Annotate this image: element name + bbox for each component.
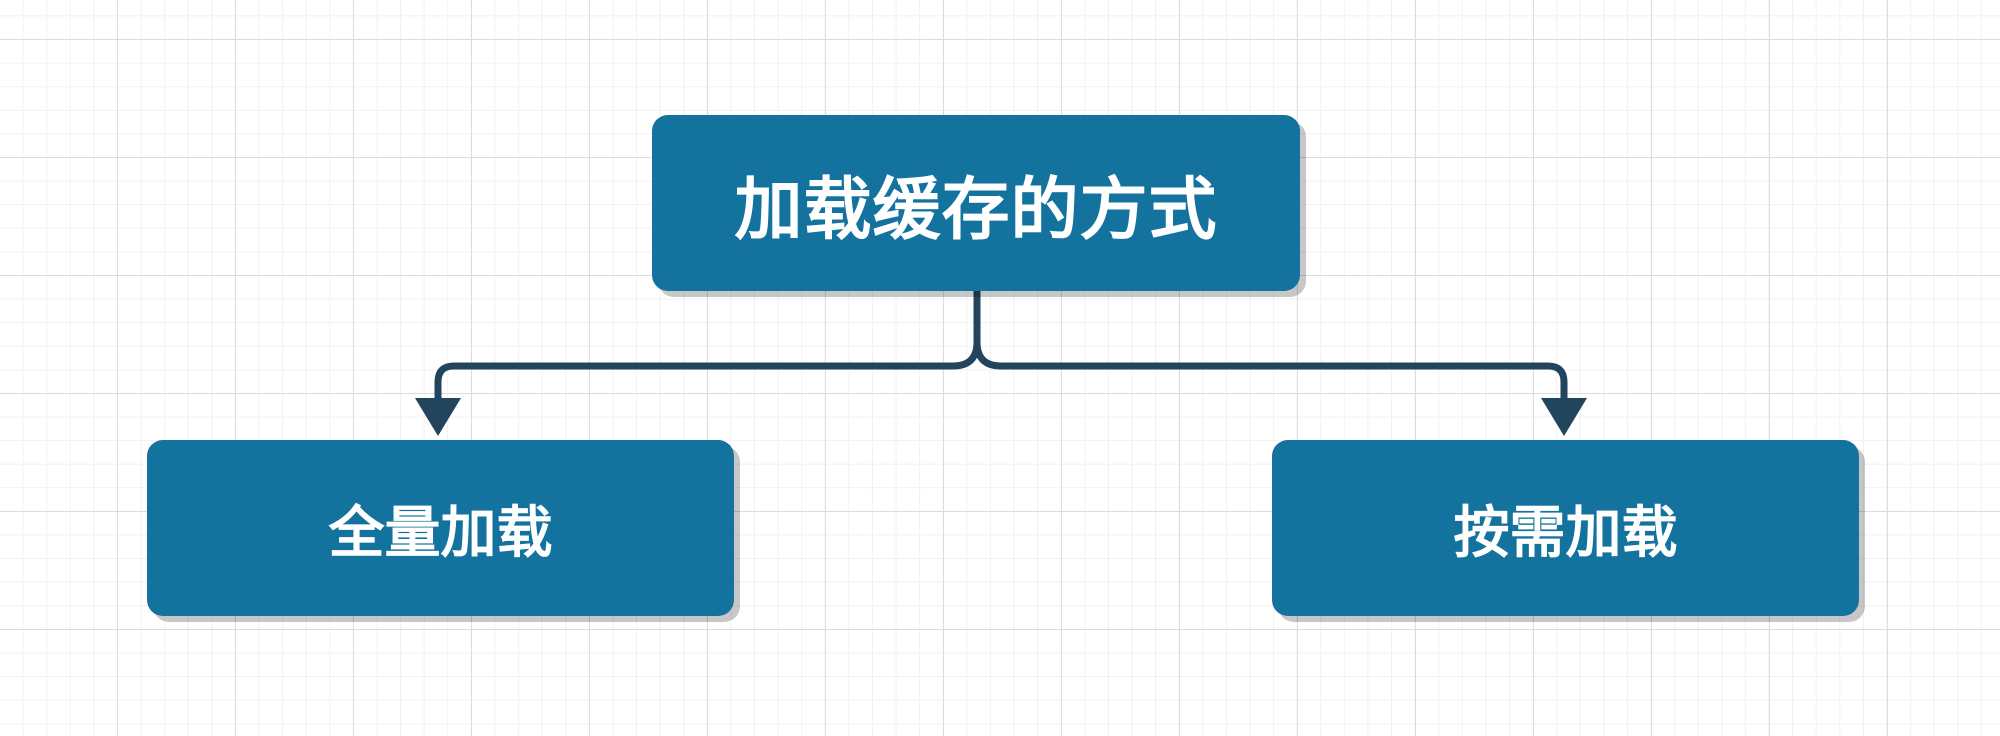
child-node-label: 全量加载 bbox=[328, 500, 553, 566]
child-node-label: 按需加载 bbox=[1453, 500, 1678, 566]
root-node[interactable]: 加载缓存的方式 bbox=[652, 115, 1300, 291]
child-node-full-load[interactable]: 全量加载 bbox=[147, 440, 734, 616]
arrowhead-right bbox=[1541, 398, 1587, 436]
root-node-label: 加载缓存的方式 bbox=[734, 170, 1218, 250]
connector-left bbox=[434, 287, 981, 404]
child-node-on-demand-load[interactable]: 按需加载 bbox=[1272, 440, 1859, 616]
connector-right bbox=[973, 287, 1568, 404]
arrowhead-left bbox=[415, 398, 461, 436]
